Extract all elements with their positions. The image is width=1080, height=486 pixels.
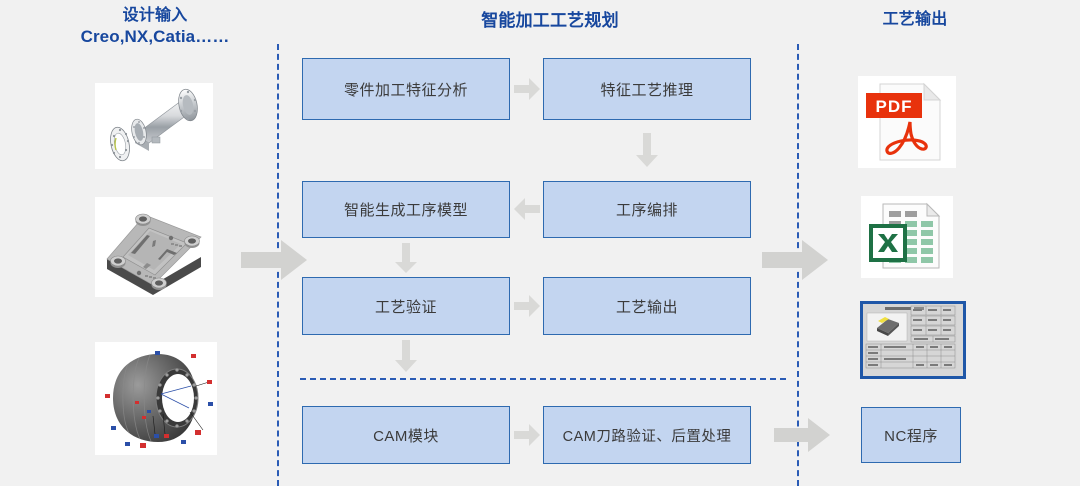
- connector-arrow-down-model-to-verify: [395, 243, 417, 273]
- connector-arrow-right-verify-to-output: [514, 295, 540, 317]
- box-process-output[interactable]: 工艺输出: [543, 277, 751, 335]
- box-cam-module[interactable]: CAM模块: [302, 406, 510, 464]
- thumbnail-cylindrical-flanged-part: [95, 83, 213, 169]
- output-title: 工艺输出: [882, 11, 948, 28]
- box-label: 工艺验证: [374, 298, 437, 316]
- box-label: 工艺输出: [615, 298, 678, 316]
- box-label: 智能生成工序模型: [343, 202, 468, 219]
- box-label: 工序编排: [615, 202, 678, 219]
- box-label: 特征工艺推理: [600, 81, 694, 99]
- arrow-planning-to-output: [762, 240, 828, 280]
- svg-text:PDF: PDF: [876, 97, 913, 116]
- box-feature-analysis[interactable]: 零件加工特征分析: [302, 58, 510, 120]
- output-excel-file[interactable]: [861, 196, 953, 278]
- box-nc-program[interactable]: NC程序: [861, 407, 961, 463]
- column-title-design-input: 设计输入 Creo,NX,Catia……: [30, 6, 280, 48]
- divider-horizontal-cam: [300, 378, 786, 380]
- pdf-file-icon: PDF: [858, 76, 956, 168]
- output-pdf-file[interactable]: PDF: [858, 76, 956, 168]
- thumbnail-mold-base-plate: [95, 197, 213, 297]
- box-process-model[interactable]: 智能生成工序模型: [302, 181, 510, 238]
- output-capp-drawing[interactable]: [860, 301, 966, 379]
- connector-arrow-left-sequence-to-model: [514, 198, 540, 220]
- excel-file-icon: [861, 196, 953, 278]
- box-process-reasoning[interactable]: 特征工艺推理: [543, 58, 751, 120]
- capp-drawing-thumbnail: [863, 304, 957, 370]
- planning-title: 智能加工工艺规划: [481, 11, 619, 30]
- arrow-input-to-planning: [241, 240, 307, 280]
- box-label: NC程序: [884, 427, 938, 445]
- design-input-title: 设计输入: [122, 7, 188, 24]
- mold-base-plate-drawing: [95, 197, 213, 297]
- connector-arrow-down-verify-to-cam: [395, 340, 417, 372]
- column-title-output: 工艺输出: [820, 10, 1010, 30]
- box-label: 零件加工特征分析: [343, 81, 468, 99]
- arrow-cam-to-nc: [774, 418, 830, 452]
- engine-casing-shell-drawing: [95, 342, 217, 455]
- connector-arrow-down-reasoning-to-sequence: [636, 133, 658, 167]
- box-process-verify[interactable]: 工艺验证: [302, 277, 510, 335]
- box-label: CAM刀路验证、后置处理: [562, 428, 732, 445]
- connector-arrow-right-feature-to-reasoning: [514, 78, 540, 100]
- connector-arrow-right-cam-to-verify: [514, 424, 540, 446]
- box-process-sequence[interactable]: 工序编排: [543, 181, 751, 238]
- box-cam-verify[interactable]: CAM刀路验证、后置处理: [543, 406, 751, 464]
- box-label: CAM模块: [373, 427, 439, 445]
- design-input-subtitle: Creo,NX,Catia……: [80, 27, 230, 47]
- cylindrical-flanged-part-drawing: [95, 83, 213, 169]
- column-title-planning: 智能加工工艺规划: [380, 10, 720, 32]
- thumbnail-engine-casing-shell: [95, 342, 217, 455]
